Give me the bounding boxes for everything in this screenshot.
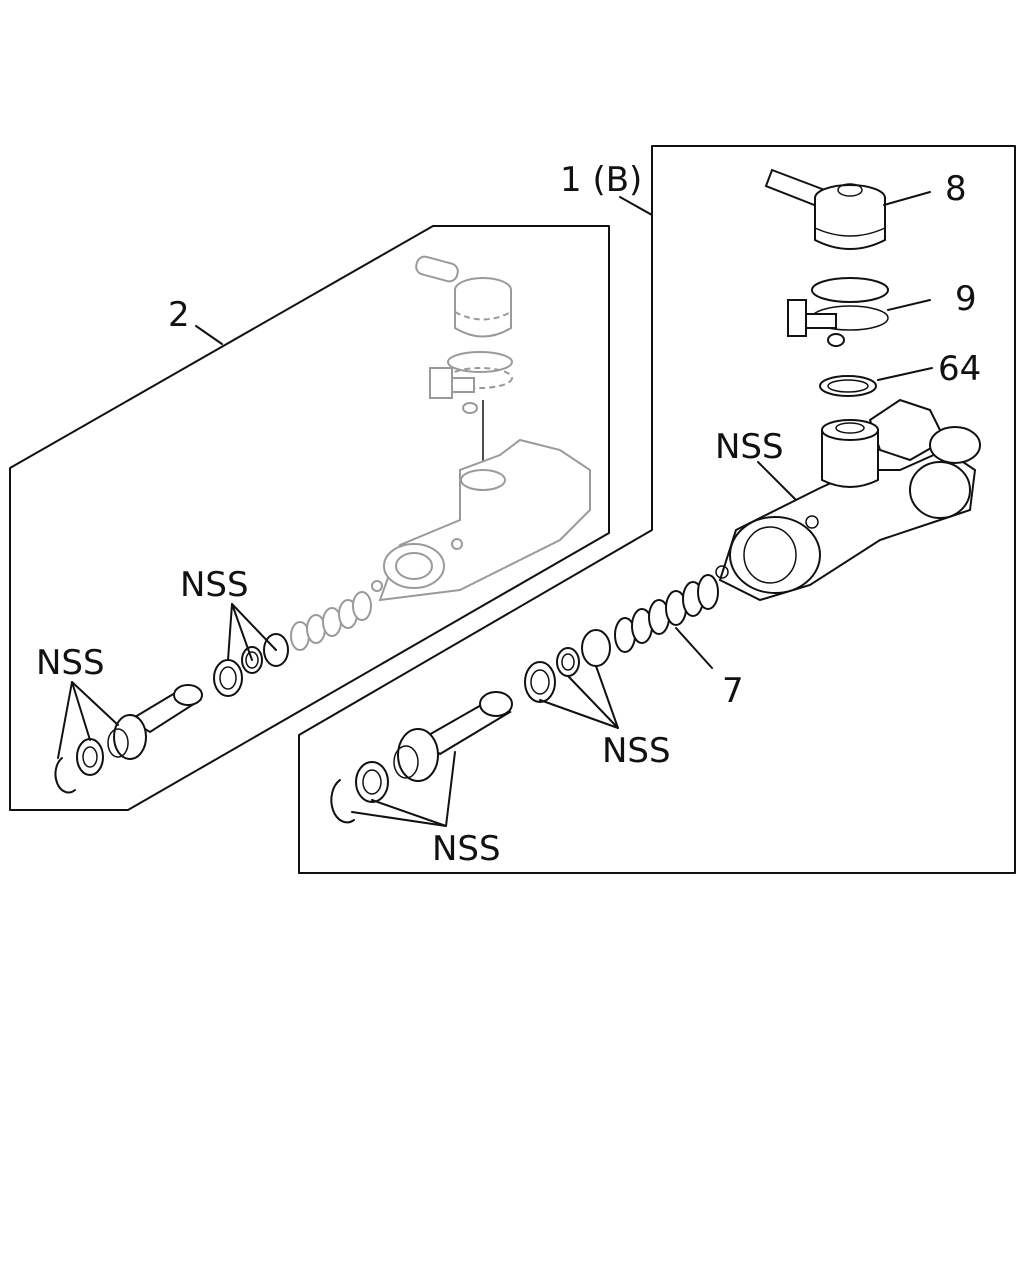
reservoir-fitting-ghost: [415, 255, 512, 338]
label-assembly-2: 2: [168, 295, 190, 335]
label-nss-body: NSS: [715, 427, 784, 467]
part-64-oring: [819, 375, 877, 397]
label-part-8: 8: [945, 169, 967, 209]
piston-right: [393, 691, 513, 782]
leader-nss-body: [757, 461, 797, 501]
label-nss-right-lower: NSS: [432, 829, 501, 869]
master-cylinder-body: [715, 398, 981, 602]
label-part-64: 64: [938, 349, 981, 389]
label-nss-right-middle: NSS: [602, 731, 671, 771]
snap-ring-right: [330, 761, 389, 824]
leader-2: [195, 325, 223, 345]
assembly-1b-drawing: [330, 168, 981, 824]
snap-ring-left: [54, 738, 104, 794]
spring-ghost: [290, 591, 372, 651]
seal-set-upper-left: [213, 633, 289, 697]
leader-7: [675, 627, 713, 669]
part-7-spring: [614, 574, 719, 653]
piston-left: [107, 684, 203, 760]
seal-set-right-middle: [524, 629, 611, 703]
leader-lines: [57, 191, 933, 827]
leader-8: [883, 191, 931, 206]
label-part-9: 9: [955, 279, 977, 319]
leader-nss-right-lower: [351, 799, 447, 827]
leader-1b: [619, 196, 653, 216]
part-9-clamp: [787, 277, 889, 347]
label-assembly-1b: 1 (B): [560, 160, 642, 200]
assembly-2-drawing: [54, 255, 591, 794]
part-8-fitting: [764, 168, 886, 250]
master-cylinder-body-ghost: [371, 438, 591, 602]
label-part-7: 7: [722, 671, 744, 711]
assembly-2-frame: [9, 225, 610, 811]
leader-64: [877, 367, 933, 381]
assembly-1b-frame: [298, 145, 1016, 874]
leader-9: [887, 299, 931, 311]
label-nss-upper-left: NSS: [180, 565, 249, 605]
label-nss-lower-left: NSS: [36, 643, 105, 683]
clamp-ghost: [429, 351, 513, 414]
